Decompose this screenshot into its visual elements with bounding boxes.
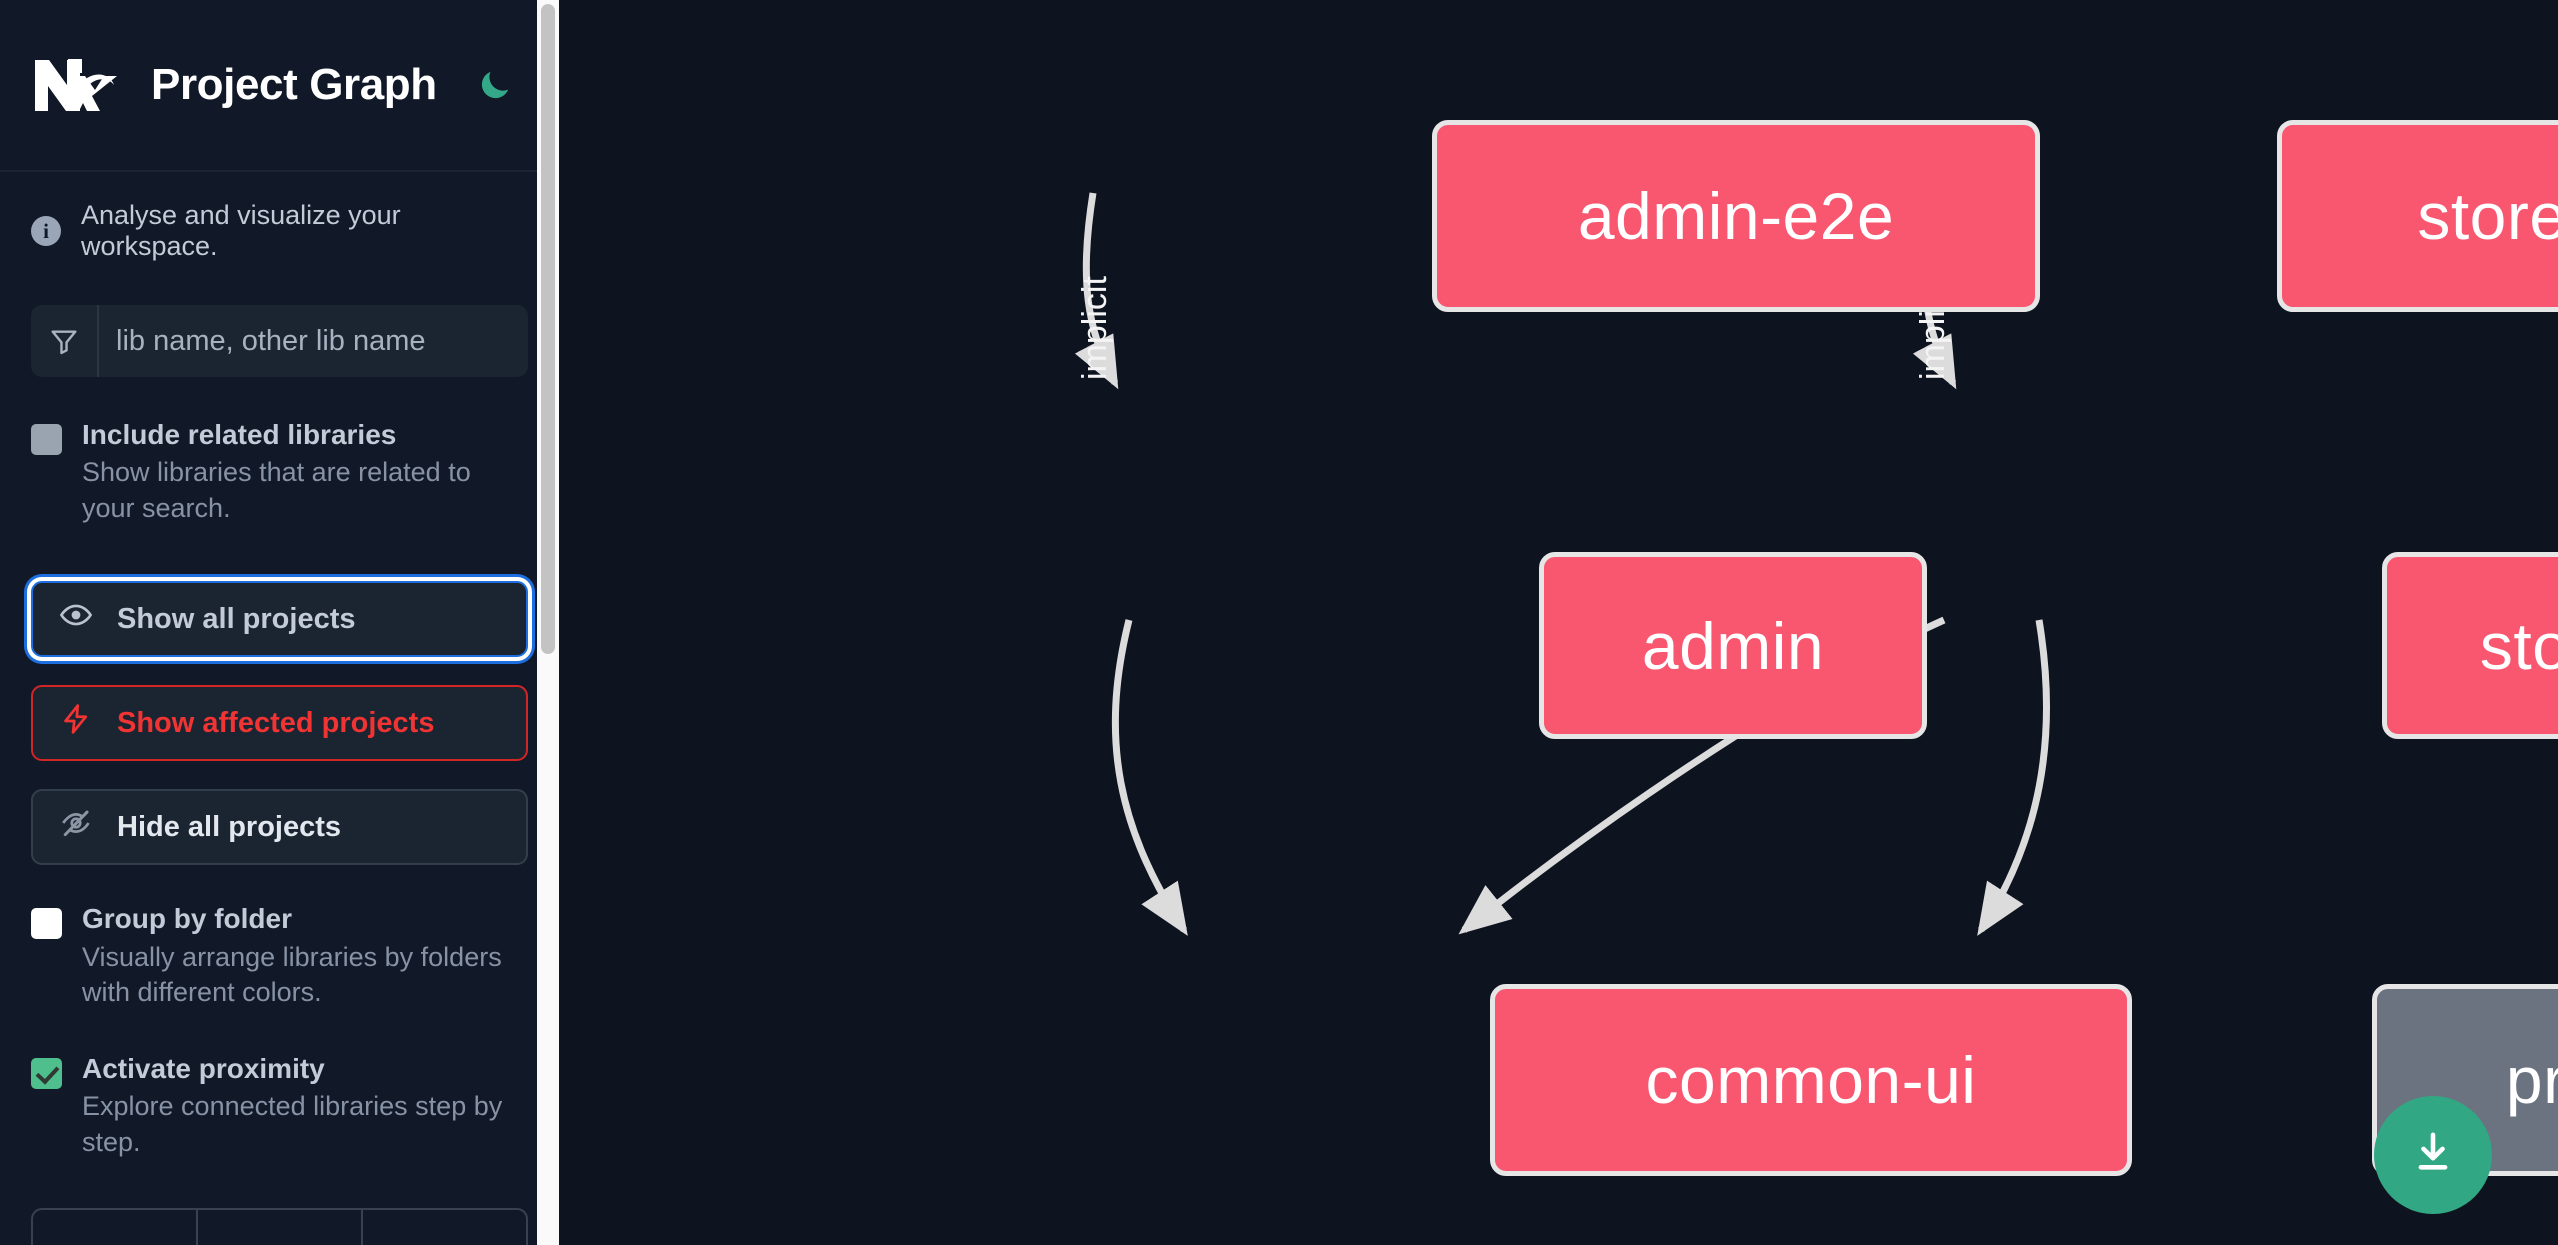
graph-node-common-ui[interactable]: common-ui	[1490, 984, 2132, 1176]
show-affected-projects-button[interactable]: Show affected projects	[31, 685, 528, 762]
segment-1[interactable]	[33, 1210, 198, 1245]
show-all-projects-label: Show all projects	[117, 602, 356, 635]
download-icon	[2407, 1127, 2459, 1184]
edge-store-products	[1977, 619, 2051, 936]
segment-3[interactable]	[363, 1210, 526, 1245]
edge-label-implicit-admin: implicit	[1076, 276, 1114, 380]
tagline: i Analyse and visualize your workspace.	[31, 200, 528, 261]
project-visibility-buttons: Show all projects Show affected projects	[31, 581, 528, 866]
proximity-segmented-control[interactable]	[31, 1208, 528, 1245]
include-related-libraries-row[interactable]: Include related libraries Show libraries…	[31, 419, 528, 526]
group-by-folder-description: Visually arrange libraries by folders wi…	[82, 941, 502, 1008]
edge-admin-e2e-admin	[1074, 192, 1119, 390]
sidebar-scrollbar[interactable]	[537, 0, 559, 1245]
edge-admin-common-ui	[1111, 619, 1188, 936]
graph-node-admin[interactable]: admin	[1539, 552, 1927, 739]
sidebar: Project Graph i Analyse and visualize yo…	[0, 0, 559, 1245]
eye-off-icon	[59, 806, 93, 848]
filter-search-box[interactable]	[31, 305, 528, 377]
include-related-libraries-description: Show libraries that are related to your …	[82, 457, 471, 523]
graph-node-store[interactable]: store	[2382, 552, 2558, 739]
show-affected-projects-label: Show affected projects	[117, 706, 435, 739]
group-by-folder-checkbox[interactable]	[31, 908, 62, 940]
page-title: Project Graph	[151, 60, 437, 109]
sidebar-header: Project Graph	[0, 0, 559, 172]
graph-node-store-e2e[interactable]: store-e2e	[2277, 120, 2558, 312]
filter-funnel-icon	[31, 305, 99, 377]
lightning-bolt-icon	[59, 702, 93, 744]
nx-logo	[31, 54, 127, 116]
group-by-folder-label: Group by folder	[82, 903, 292, 935]
segment-2[interactable]	[198, 1210, 363, 1245]
sidebar-body: i Analyse and visualize your workspace. …	[0, 200, 559, 1245]
search-input[interactable]	[99, 305, 528, 377]
download-button[interactable]	[2374, 1096, 2492, 1214]
hide-all-projects-label: Hide all projects	[117, 810, 342, 843]
eye-icon	[59, 598, 93, 640]
sidebar-scrollbar-thumb[interactable]	[541, 4, 555, 654]
include-related-libraries-checkbox[interactable]	[31, 424, 62, 455]
info-icon: i	[31, 216, 61, 246]
activate-proximity-description: Explore connected libraries step by step…	[82, 1091, 503, 1157]
hide-all-projects-button[interactable]: Hide all projects	[31, 789, 528, 866]
graph-node-admin-e2e[interactable]: admin-e2e	[1432, 120, 2040, 312]
activate-proximity-label: Activate proximity	[82, 1052, 325, 1084]
activate-proximity-checkbox[interactable]	[31, 1057, 62, 1089]
moon-icon[interactable]	[473, 63, 517, 107]
graph-canvas[interactable]: implicit implicit admin-e2e store-e2e ad…	[559, 0, 2558, 1245]
tagline-text: Analyse and visualize your workspace.	[81, 200, 401, 261]
include-related-libraries-label: Include related libraries	[82, 419, 397, 450]
group-by-folder-row[interactable]: Group by folder Visually arrange librari…	[31, 903, 528, 1010]
show-all-projects-button[interactable]: Show all projects	[31, 581, 528, 658]
activate-proximity-row[interactable]: Activate proximity Explore connected lib…	[31, 1053, 528, 1160]
